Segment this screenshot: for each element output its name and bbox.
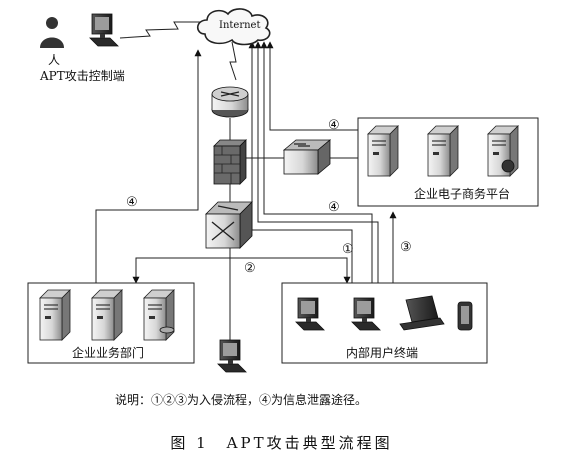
ecommerce-server-badge-icon	[501, 159, 515, 173]
user-pc-icon	[295, 297, 325, 331]
leak-path-users-a	[260, 41, 373, 283]
leak-path-users-c	[248, 41, 353, 283]
attacker-person-icon	[40, 17, 64, 48]
leak-path-users-b	[254, 41, 379, 283]
step-marker-4-eco-top: ④	[328, 118, 340, 133]
leak-path-business	[95, 49, 202, 283]
dmz-switch-icon	[282, 139, 332, 175]
diagram-note: 说明：①②③为入侵流程，④为信息泄露途径。	[115, 393, 368, 407]
ecommerce-server-icon	[427, 125, 459, 177]
leak-path-eco-top	[266, 41, 358, 131]
step-marker-4-left: ④	[126, 195, 138, 210]
internal-users-box	[281, 282, 488, 364]
external-pc-icon	[217, 339, 247, 373]
phone-icon	[457, 301, 473, 331]
router-icon	[211, 86, 249, 118]
ecommerce-box	[357, 117, 539, 207]
database-icon	[159, 326, 175, 334]
internal-users-label: 内部用户终端	[346, 346, 419, 360]
attacker-pc-icon	[89, 13, 119, 47]
core-switch-icon	[205, 201, 253, 249]
step1-path	[230, 257, 351, 284]
step-marker-1: ①	[342, 242, 354, 257]
business-dept-box	[27, 282, 195, 364]
internet-label: Internet	[219, 20, 261, 31]
apt-control-label: APT攻击控制端	[40, 69, 125, 83]
business-server-icon	[91, 289, 123, 341]
business-server-icon	[39, 289, 71, 341]
ecommerce-server-icon	[367, 125, 399, 177]
business-dept-label: 企业业务部门	[72, 346, 145, 360]
step-marker-2: ②	[244, 261, 256, 276]
laptop-icon	[399, 295, 445, 331]
internet-cloud-icon	[196, 8, 271, 46]
ecommerce-label: 企业电子商务平台	[414, 187, 511, 201]
person-label: 人	[48, 53, 61, 67]
firewall-icon	[213, 139, 247, 185]
connection-lines	[95, 21, 397, 340]
figure-caption: 图 1 APT攻击典型流程图	[170, 434, 393, 452]
internet-link-attacker	[119, 21, 205, 39]
step-marker-4-eco-mid: ④	[328, 200, 340, 215]
step-marker-3: ③	[400, 240, 412, 255]
user-pc-icon	[351, 297, 381, 331]
step2-path	[132, 257, 230, 284]
internet-link-router	[229, 41, 237, 81]
